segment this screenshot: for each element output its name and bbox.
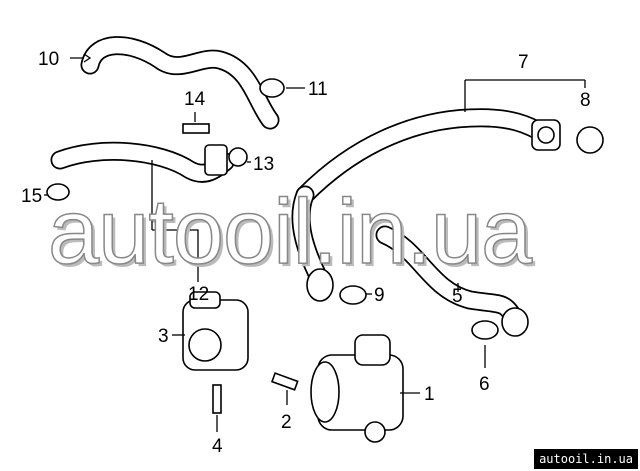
callout-13: 13: [253, 154, 274, 175]
o-ring-8: [576, 126, 604, 154]
callout-5: 5: [452, 286, 463, 307]
callout-15: 15: [21, 186, 42, 207]
watermark: autooil.in.ua: [47, 181, 533, 283]
callout-14: 14: [184, 89, 206, 110]
clamp-9: [339, 285, 367, 305]
callout-8: 8: [580, 90, 591, 111]
callout-2: 2: [281, 412, 292, 433]
bolt-4: [212, 384, 222, 414]
callout-7: 7: [518, 52, 529, 73]
bolt-2: [270, 372, 299, 391]
site-badge: autooil.in.ua: [534, 449, 638, 469]
pipe-7: [291, 108, 561, 302]
hose-12: [50, 141, 235, 183]
callout-1: 1: [424, 384, 435, 405]
callout-10: 10: [38, 49, 59, 70]
callout-3: 3: [158, 326, 169, 347]
callout-9: 9: [374, 285, 385, 306]
callout-4: 4: [212, 436, 223, 457]
water-pump-1: [310, 334, 404, 443]
callout-12: 12: [188, 284, 209, 305]
o-ring-13: [228, 147, 248, 167]
callout-6: 6: [479, 374, 490, 395]
clamp-6: [471, 320, 499, 340]
clamp-11: [259, 78, 285, 98]
clamp-15: [46, 183, 70, 201]
hose-10: [80, 36, 280, 130]
hose-5: [375, 225, 529, 337]
callout-11: 11: [308, 79, 328, 100]
bolt-14: [182, 123, 210, 134]
